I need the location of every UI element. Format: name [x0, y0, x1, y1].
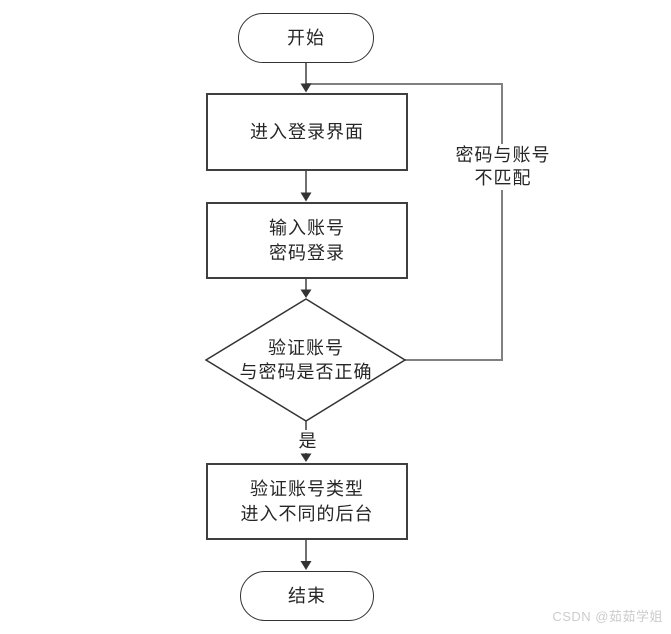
route-backend-node: 验证账号类型 进入不同的后台 [206, 463, 408, 540]
enter-login-node: 进入登录界面 [206, 93, 408, 171]
loop-back-connector [306, 83, 503, 361]
yes-branch-label: 是 [293, 430, 323, 453]
input-credentials-node: 输入账号 密码登录 [206, 202, 408, 279]
arrowhead-input [300, 192, 312, 202]
decision-diamond-shape [204, 298, 407, 422]
decision-label-line1: 验证账号 [268, 338, 344, 358]
arrowhead-decision [300, 289, 312, 298]
arrowhead-route [300, 453, 312, 462]
arrowhead-enter [300, 83, 312, 93]
start-node-label: 开始 [287, 27, 325, 48]
enter-login-label: 进入登录界面 [250, 121, 364, 142]
end-node: 结束 [240, 571, 374, 621]
decision-label-line2: 与密码是否正确 [239, 362, 373, 382]
no-branch-label-line1: 密码与账号 [455, 145, 551, 165]
input-credentials-label-line2: 密码登录 [269, 242, 345, 263]
csdn-watermark: CSDN @茹茹学姐 [552, 609, 663, 624]
no-branch-label-line2: 不匹配 [474, 168, 532, 188]
no-branch-label: 密码与账号 不匹配 [441, 144, 565, 190]
route-backend-label-line1: 验证账号类型 [250, 478, 364, 499]
input-credentials-label-line1: 输入账号 [269, 217, 345, 238]
decision-node: 验证账号 与密码是否正确 [222, 324, 390, 396]
arrowhead-end [300, 561, 312, 570]
end-node-label: 结束 [288, 585, 326, 606]
route-backend-label-line2: 进入不同的后台 [240, 503, 374, 524]
start-node: 开始 [238, 13, 374, 63]
